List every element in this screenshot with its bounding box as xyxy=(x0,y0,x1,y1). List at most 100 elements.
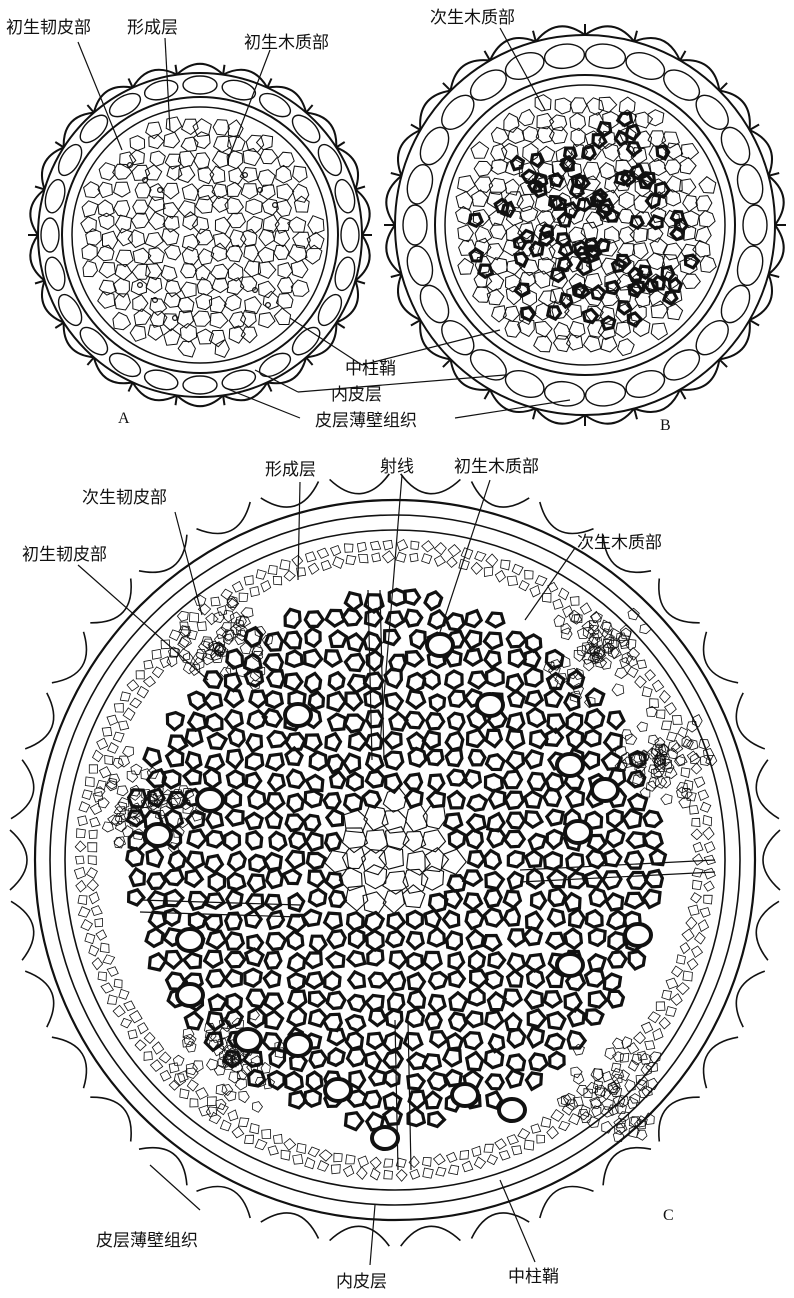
panel-c-xylem-cell xyxy=(289,954,305,971)
panel-c-xylem-cell xyxy=(447,1034,462,1049)
panel-c-pericycle-cell xyxy=(382,551,394,563)
panel-b-scallop-spine xyxy=(750,320,760,326)
panel-b-cortex-boundary xyxy=(395,35,775,415)
panel-b-stele-cell xyxy=(616,322,631,338)
panel-c-pericycle-cell xyxy=(397,540,408,551)
panel-c-pericycle-cell xyxy=(306,552,317,562)
panel-c-pericycle-cell xyxy=(666,1007,677,1017)
panel-c-pericycle-cell xyxy=(688,905,699,915)
panel-c-pericycle-cell xyxy=(512,1146,522,1155)
panel-c-xylem-cell xyxy=(526,991,543,1008)
panel-c-xylem-cell xyxy=(250,855,267,871)
panel-a-stele-cell xyxy=(115,265,132,281)
panel-c-pericycle-cell xyxy=(90,803,101,814)
panel-c-pericycle-cell xyxy=(220,1120,231,1131)
panel-c-xylem-cell xyxy=(486,1075,503,1089)
panel-c-xylem-cell xyxy=(346,1033,362,1049)
panel-c-pericycle-cell xyxy=(627,1043,639,1054)
panel-c-phloem-cell xyxy=(625,734,637,745)
panel-c-xylem-cell xyxy=(427,714,444,729)
panel-c-pericycle-cell xyxy=(676,983,689,995)
panel-c-pericycle-cell xyxy=(127,680,139,691)
panel-c-pericycle-cell xyxy=(656,1002,665,1011)
panel-c-xylem-cell xyxy=(449,971,464,986)
panel-c-xylem-cell xyxy=(164,870,183,885)
panel-a-stele-cell xyxy=(276,165,292,183)
panel-c-xylem-cell xyxy=(385,630,400,644)
panel-c-xylem-cell xyxy=(489,953,505,968)
panel-a xyxy=(28,64,372,406)
panel-c-xylem-cell xyxy=(249,791,265,809)
panel-c-xylem-cell xyxy=(309,871,325,886)
panel-b-stele-cell xyxy=(619,192,634,209)
panel-c-pericycle-cell xyxy=(334,1153,342,1162)
panel-c-xylem-cell xyxy=(204,769,220,788)
panel-c-xylem-cell xyxy=(248,875,264,892)
panel-c-xylem-cell xyxy=(468,795,486,810)
panel-b-cortex-cell xyxy=(502,48,548,85)
panel-a-stele-cell xyxy=(128,230,145,248)
panel-a-cortex-cell xyxy=(54,291,87,329)
label-ab-pericycle: 中柱鞘 xyxy=(345,359,396,379)
panel-c-xylem-cell xyxy=(469,672,487,688)
panel-c-xylem-cell xyxy=(147,849,162,867)
panel-c-pericycle-cell xyxy=(89,892,99,904)
panel-c-xylem-cell xyxy=(509,930,525,946)
label-c-cambium: 形成层 xyxy=(265,460,316,480)
panel-c-xylem-cell xyxy=(408,954,423,970)
panel-c-xylem-cell xyxy=(427,750,442,764)
panel-c-xylem-cell xyxy=(528,708,546,726)
panel-c-xylem-cell xyxy=(169,851,185,869)
label-ab-endodermis: 内皮层 xyxy=(331,385,382,405)
label-ab-cortex-parenchyma: 皮层薄壁组织 xyxy=(315,411,417,431)
panel-b-xylem-cell xyxy=(531,154,543,166)
panel-c-pericycle-cell xyxy=(123,708,135,721)
panel-c-xylem-cell xyxy=(344,754,360,772)
panel-c-vessel xyxy=(452,1084,478,1106)
panel-c-pericycle-cell xyxy=(273,1134,282,1143)
panel-c-xylem-cell xyxy=(484,633,501,649)
panel-c-xylem-cell xyxy=(524,928,541,945)
panel-c-xylem-cell xyxy=(306,833,322,851)
panel-c-phloem-cell xyxy=(235,1078,246,1090)
panel-b-cortex-cell xyxy=(543,379,586,408)
panel-c-xylem-cell xyxy=(329,714,346,730)
panel-c-xylem-cell xyxy=(344,810,367,832)
panel-c-pericycle-cell xyxy=(531,1124,541,1133)
panel-c-vessel xyxy=(235,1029,261,1051)
panel-c-xylem-cell xyxy=(488,814,504,831)
panel-b-cortex-cell xyxy=(734,243,767,288)
panel-c-xylem-cell xyxy=(629,795,647,810)
panel-c-xylem-cell xyxy=(486,873,503,889)
panel-c-pericycle-cell xyxy=(559,1121,570,1130)
panel-c-phloem-cell xyxy=(691,753,701,764)
panel-c-xylem-cell xyxy=(603,872,621,889)
panel-a-stele-cell xyxy=(182,234,199,251)
panel-a-protoxylem-dot xyxy=(266,303,271,308)
panel-c-scallop xyxy=(756,760,779,819)
panel-b-stele-cell xyxy=(602,144,620,162)
panel-c-pericycle-cell xyxy=(700,908,710,918)
panel-c-xylem-cell xyxy=(627,833,644,848)
panel-a-stele-cell xyxy=(259,281,276,298)
panel-c-xylem-cell xyxy=(544,790,561,806)
panel-c-phloem-cell xyxy=(229,1072,241,1083)
panel-b-stele-cell xyxy=(505,179,519,195)
panel-c-xylem-cell xyxy=(508,1029,525,1047)
panel-c-phloem-cell xyxy=(613,1038,624,1049)
panel-c-pericycle-cell xyxy=(384,1159,393,1167)
panel-c-phloem-cell xyxy=(216,1099,226,1109)
panel-c-xylem-cell xyxy=(286,815,304,831)
panel-c-xylem-cell xyxy=(485,890,501,907)
panel-a-scallop-spine xyxy=(223,395,224,405)
panel-c-vessel xyxy=(557,754,583,776)
panel-c-xylem-cell xyxy=(310,992,326,1006)
panel-c-pericycle-cell xyxy=(694,777,705,788)
panel-c-xylem-cell xyxy=(149,912,165,928)
panel-c-pericycle-cell xyxy=(627,667,638,678)
panel-c-pericycle-cell xyxy=(396,1170,407,1182)
panel-c-phloem-cell xyxy=(253,1102,263,1113)
label-b-secondary-xylem: 次生木质部 xyxy=(430,8,515,28)
panel-c-xylem-cell xyxy=(386,694,403,710)
panel-c-xylem-cell xyxy=(446,732,463,750)
